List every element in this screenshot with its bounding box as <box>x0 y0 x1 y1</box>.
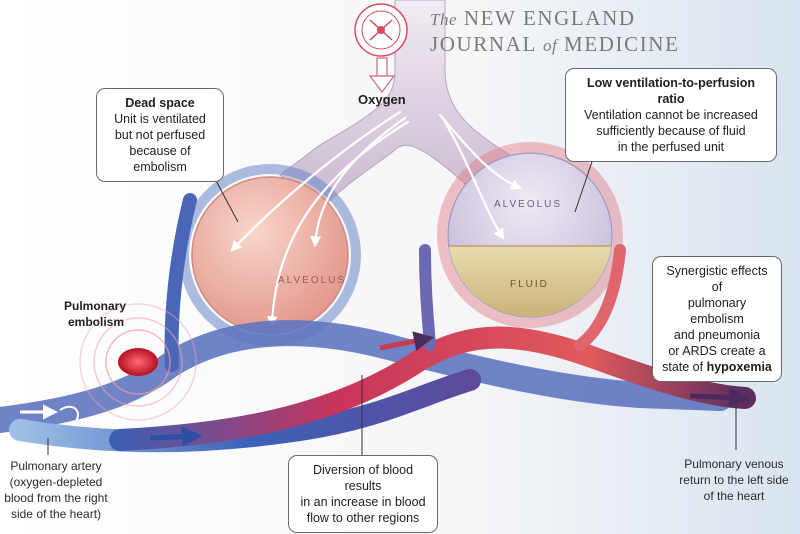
synergy-callout: Synergistic effects of pulmonary embolis… <box>652 256 782 382</box>
journal-seal <box>354 3 408 57</box>
right-capillary-ring <box>437 142 623 328</box>
alveolus-right-label: ALVEOLUS <box>494 199 562 210</box>
diversion-callout: Diversion of blood results in an increas… <box>288 455 438 533</box>
bronchial-tree <box>279 0 541 216</box>
clot-shape <box>118 348 158 376</box>
embolism-label-line1: Pulmonary <box>64 299 126 313</box>
embolism-label-line2: embolism <box>68 315 124 329</box>
oxygen-label: Oxygen <box>358 92 406 107</box>
dead-space-callout: Dead space Unit is ventilated but not pe… <box>96 88 224 182</box>
vq-ratio-callout: Low ventilation-to-perfusion ratio Venti… <box>565 68 777 162</box>
oxygen-entry-arrow <box>368 57 396 93</box>
pulmonary-venous-caption: Pulmonary venous return to the left side… <box>679 457 789 503</box>
journal-title-line1: The NEW ENGLAND <box>430 6 636 30</box>
journal-title-line2: JOURNAL of MEDICINE <box>430 32 680 56</box>
alveolus-left-label: ALVEOLUS <box>278 275 346 286</box>
pulmonary-artery-caption: Pulmonary artery (oxygen-depleted blood … <box>4 459 108 521</box>
alveolus-left-shape <box>191 176 349 334</box>
oxygen-flow-arrows <box>230 110 523 328</box>
embolism-site <box>79 303 197 421</box>
fluid-label: FLUID <box>510 279 549 290</box>
